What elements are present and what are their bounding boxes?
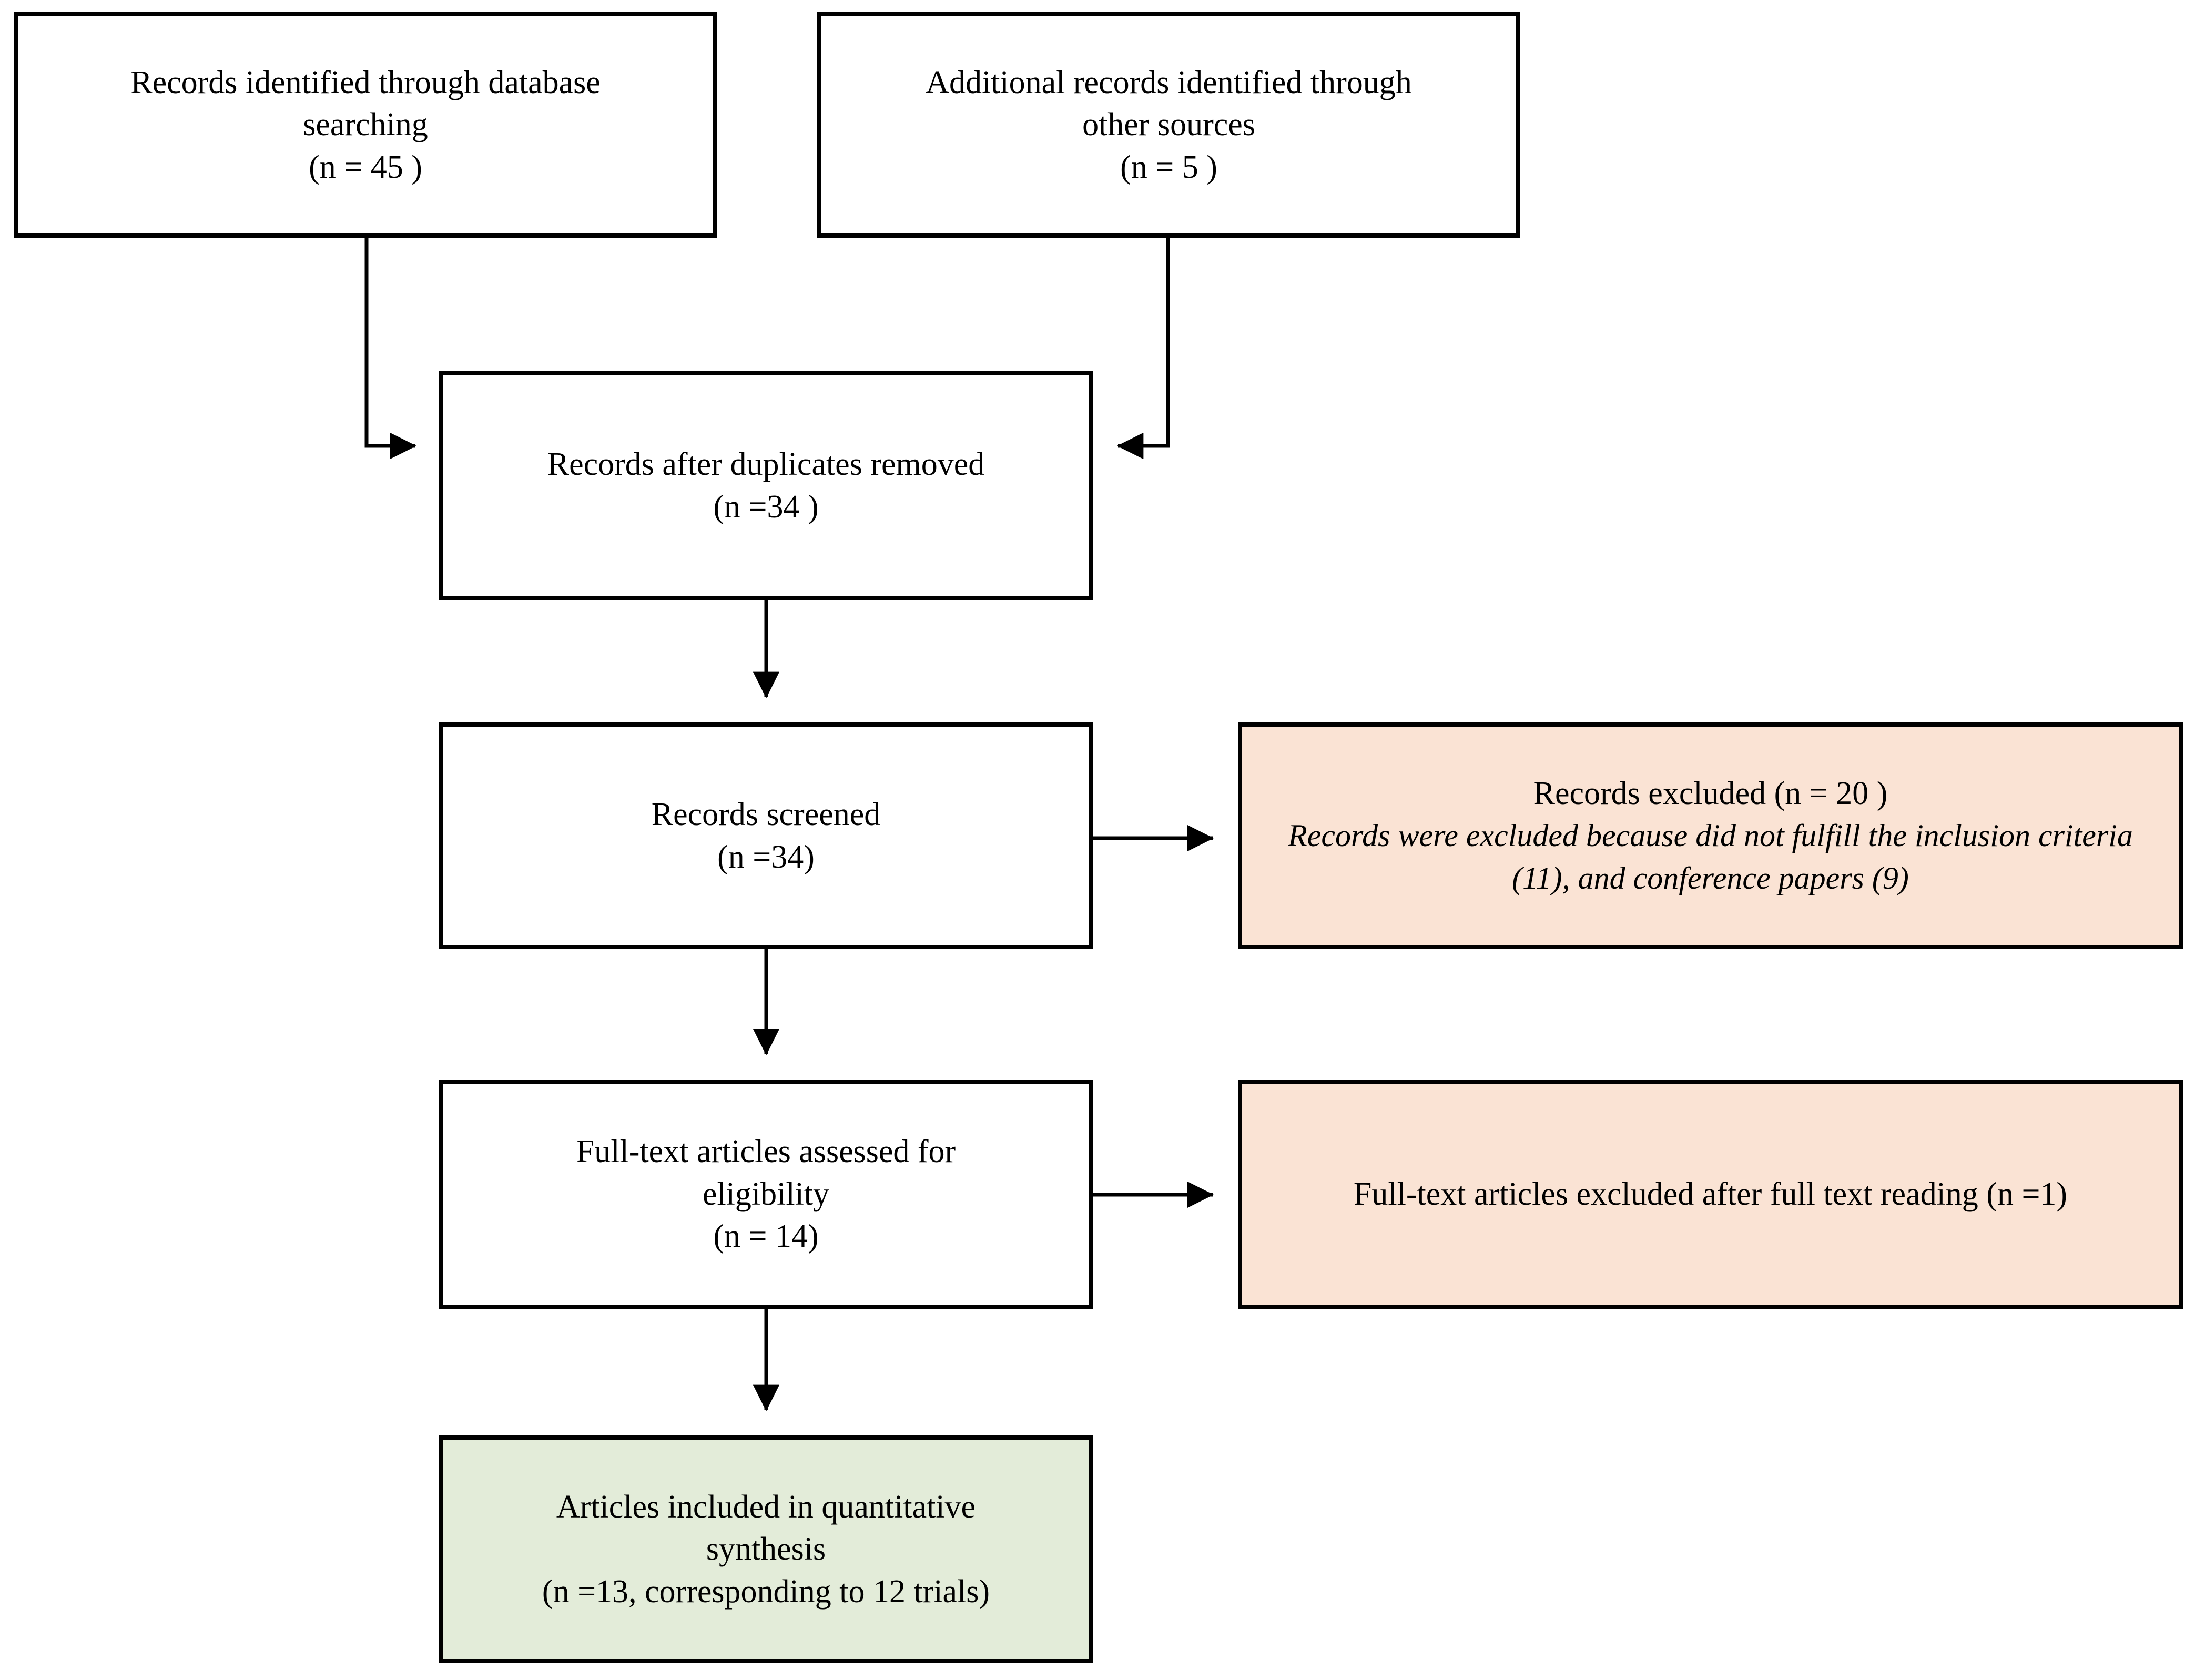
box-line: Full-text articles assessed for (576, 1134, 956, 1170)
fulltext-excluded-heading: Full-text articles excluded after full t… (1353, 1176, 2068, 1212)
box-fulltext-articles-excluded: Full-text articles excluded after full t… (1238, 1080, 2183, 1309)
box-count: (n = 5 ) (1120, 149, 1217, 185)
connector-other-sources-to-duplicates (1116, 238, 1170, 460)
box-count: (n =13, corresponding to 12 trials) (542, 1573, 990, 1610)
records-excluded-note: Records were excluded because did not fu… (1288, 818, 2133, 895)
box-line: Records identified through database (130, 64, 601, 100)
box-fulltext-articles-assessed-for-eligibility: Full-text articles assessed for eligibil… (439, 1080, 1093, 1309)
records-excluded-heading: Records excluded (n = 20 ) (1533, 775, 1888, 811)
box-line: searching (303, 107, 428, 143)
box-line: other sources (1082, 107, 1255, 143)
box-count: (n = 45 ) (309, 149, 422, 185)
box-records-screened: Records screened (n =34) (439, 722, 1093, 949)
box-records-after-duplicates-removed: Records after duplicates removed (n =34 … (439, 371, 1093, 600)
box-count: (n = 14) (713, 1218, 819, 1255)
box-count: (n =34) (717, 839, 815, 875)
box-line: eligibility (702, 1176, 830, 1212)
box-records-excluded: Records excluded (n = 20 ) Records were … (1238, 722, 2183, 949)
box-line: synthesis (706, 1531, 826, 1567)
box-records-identified-database-searching: Records identified through database sear… (14, 12, 717, 238)
box-line: Records screened (651, 796, 881, 832)
box-articles-included-quantitative-synthesis: Articles included in quantitative synthe… (439, 1435, 1093, 1663)
box-count: (n =34 ) (713, 488, 819, 525)
box-line: Articles included in quantitative (556, 1489, 976, 1525)
connector-database-search-to-duplicates (364, 238, 417, 460)
box-line: Additional records identified through (926, 64, 1412, 100)
box-additional-records-other-sources: Additional records identified through ot… (817, 12, 1520, 238)
box-line: Records after duplicates removed (547, 446, 985, 482)
